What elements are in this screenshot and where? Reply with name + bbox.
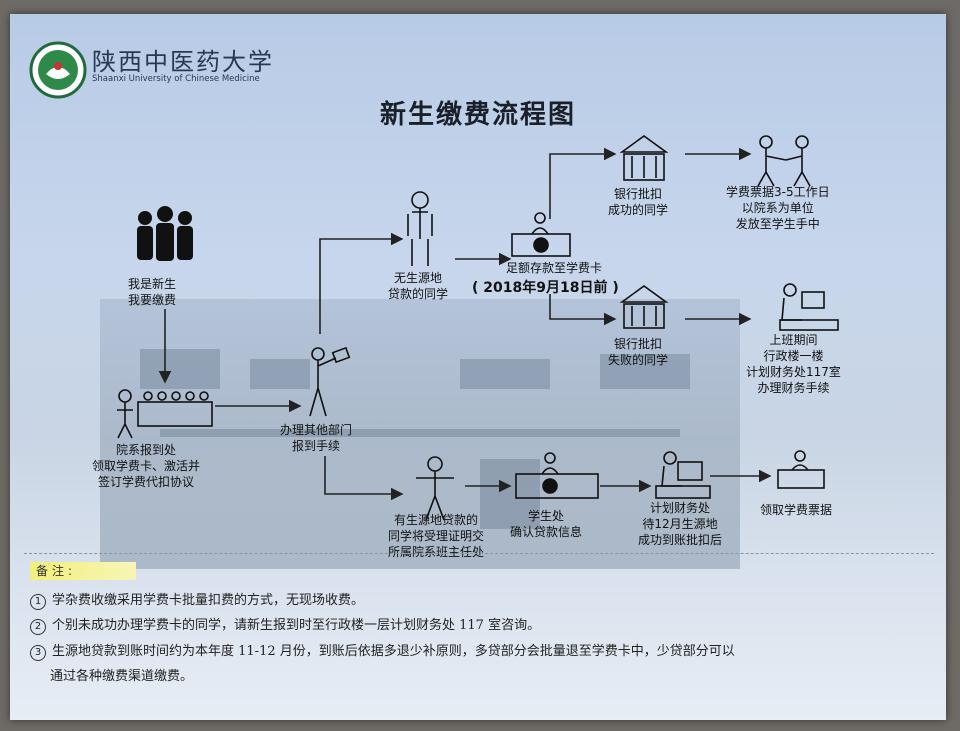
bank-building-icon (619, 135, 669, 181)
node-bank-fail: 银行批扣失败的同学 (608, 337, 669, 367)
person-with-document-icon (309, 346, 351, 417)
notes-heading: 备注: (30, 562, 136, 580)
university-name-en: Shaanxi University of Chinese Medicine (92, 74, 260, 84)
finance-desk-icon (655, 451, 711, 499)
flow-diagram (117, 135, 839, 521)
node-office-117: 上班期间行政楼一楼计划财务处117室办理财务手续 (746, 333, 841, 395)
students-group-icon (137, 206, 193, 261)
arrow-deposit-bankfail (549, 294, 617, 326)
node-deadline: ( 2018年9月18日前 ) (472, 280, 619, 296)
office-worker-icon (779, 283, 839, 331)
note-item-3-continued: 通过各种缴费渠道缴费。 (50, 669, 194, 684)
background-building-photo (100, 299, 740, 569)
bank-building-fail-icon (619, 285, 669, 329)
node-deposit: 足额存款至学费卡 (506, 261, 603, 275)
arrow-other-hasloan (324, 456, 404, 501)
student-office-desk-icon (515, 452, 599, 499)
node-new-student: 我是新生我要缴费 (128, 277, 177, 307)
node-finance-dec: 计划财务处待12月生源地成功到账批扣后 (638, 501, 723, 547)
node-receipt-delivery: 学费票据3-5工作日以院系为单位发放至学生手中 (726, 185, 830, 231)
bank-teller-icon (511, 212, 571, 257)
node-get-receipt: 领取学费票据 (760, 503, 833, 517)
node-bank-ok: 银行批扣成功的同学 (608, 187, 669, 217)
page-title: 新生缴费流程图 (379, 100, 576, 130)
university-name-cn: 陕西中医药大学 (92, 48, 274, 76)
arrow-deposit-bankok (549, 147, 617, 219)
node-dept-report: 院系报到处领取学费卡、激活并签订学费代扣协议 (92, 443, 201, 489)
node-other-dept: 办理其他部门报到手续 (280, 423, 353, 453)
handover-icon (757, 135, 811, 187)
node-student-office: 学生处确认贷款信息 (510, 509, 583, 539)
arms-out-person-icon (416, 456, 454, 521)
arrow-other-noloan (319, 232, 404, 334)
receipt-counter-icon (777, 450, 825, 489)
flowchart-sheet: 陕西中医药大学 Shaanxi University of Chinese Me… (10, 14, 946, 720)
node-has-loan: 有生源地贷款的同学将受理证明交所属院系班主任处 (388, 513, 485, 559)
dept-desk-icon (117, 389, 213, 439)
node-no-loan: 无生源地贷款的同学 (388, 271, 449, 301)
standing-person-icon (407, 191, 433, 266)
university-logo-icon (29, 41, 87, 99)
notes-divider (24, 553, 934, 554)
